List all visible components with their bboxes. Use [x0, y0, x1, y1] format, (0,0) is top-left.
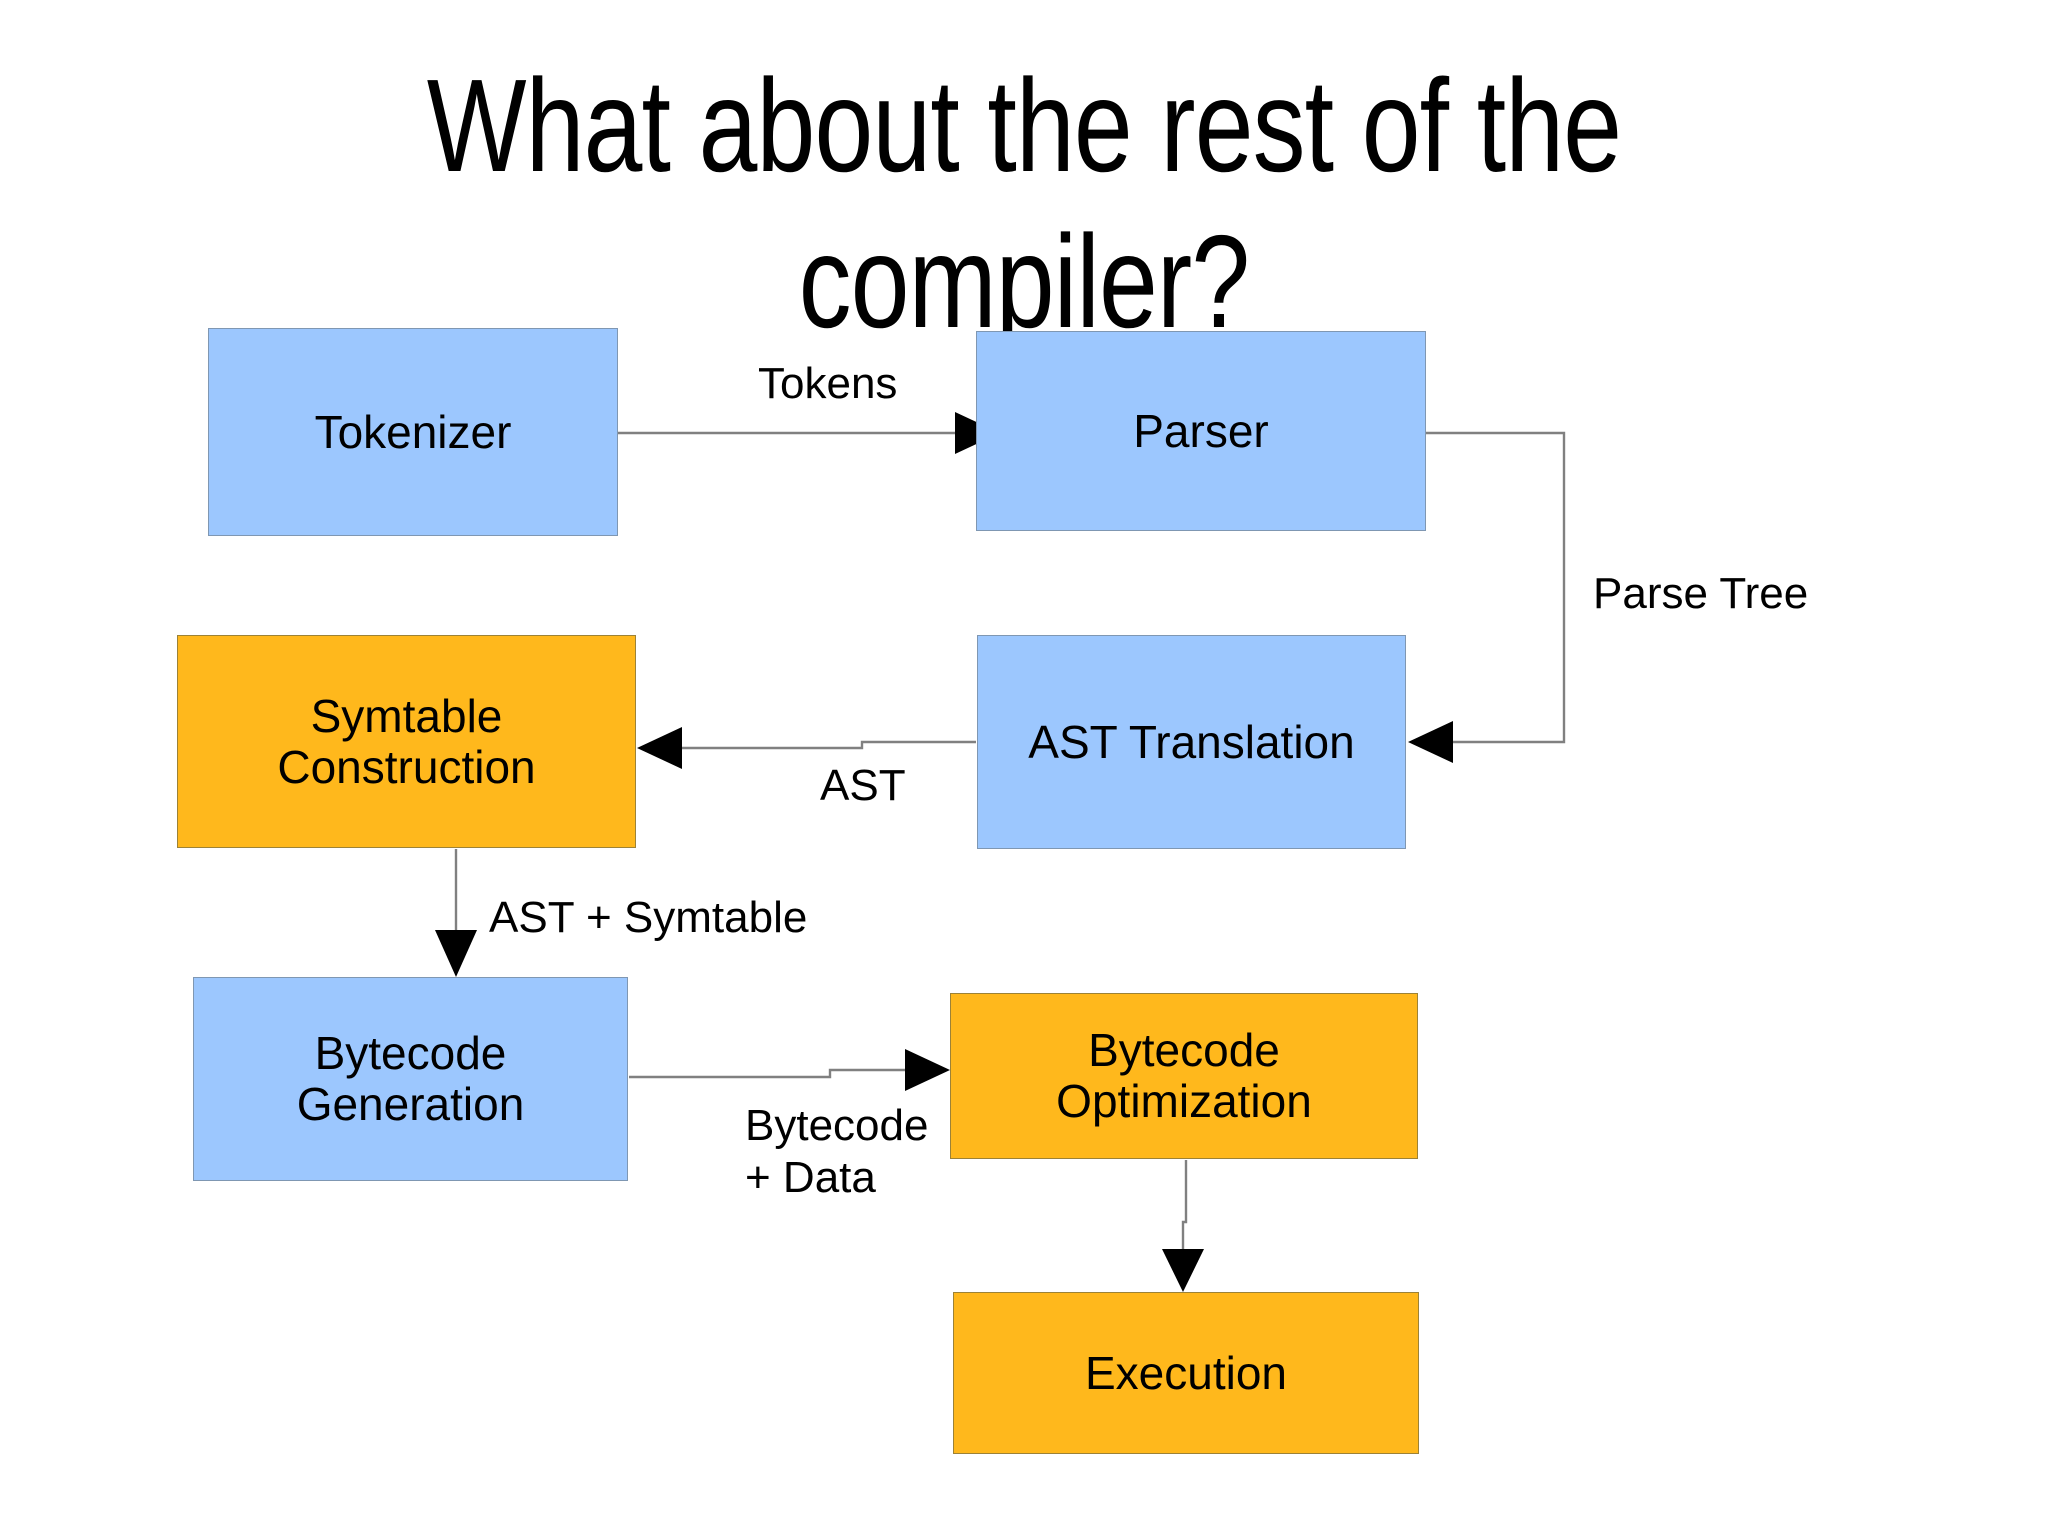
arrowhead-parser-ast-translation [1408, 721, 1453, 763]
arrowhead-symtable-bytecode-gen [435, 930, 477, 977]
edge-ast-translation-symtable [682, 740, 976, 750]
edge-bytecode-opt-execution [1181, 1160, 1188, 1249]
edge-bytecode-gen-opt [629, 1068, 905, 1079]
edge-parser-ast-translation [1426, 431, 1566, 744]
edge-label-bytecode-plus-data: Bytecode + Data [745, 1101, 929, 1202]
edge-label-ast-plus-symtable: AST + Symtable [489, 893, 808, 942]
node-tokenizer[interactable]: Tokenizer [208, 328, 618, 536]
node-symtable-construction[interactable]: Symtable Construction [177, 635, 636, 848]
node-ast-translation[interactable]: AST Translation [977, 635, 1406, 849]
edge-label-tokens: Tokens [758, 359, 898, 408]
node-bytecode-generation[interactable]: Bytecode Generation [193, 977, 628, 1181]
page-title: What about the rest of the compiler? [426, 52, 1622, 355]
arrowhead-ast-translation-symtable [637, 727, 682, 769]
arrowhead-bytecode-gen-opt [905, 1049, 950, 1091]
edge-label-ast: AST [820, 761, 906, 810]
edge-label-parse-tree: Parse Tree [1593, 569, 1809, 618]
node-parser[interactable]: Parser [976, 331, 1426, 531]
node-bytecode-optimization[interactable]: Bytecode Optimization [950, 993, 1418, 1159]
node-execution[interactable]: Execution [953, 1292, 1419, 1454]
arrowhead-bytecode-opt-execution [1162, 1249, 1204, 1292]
